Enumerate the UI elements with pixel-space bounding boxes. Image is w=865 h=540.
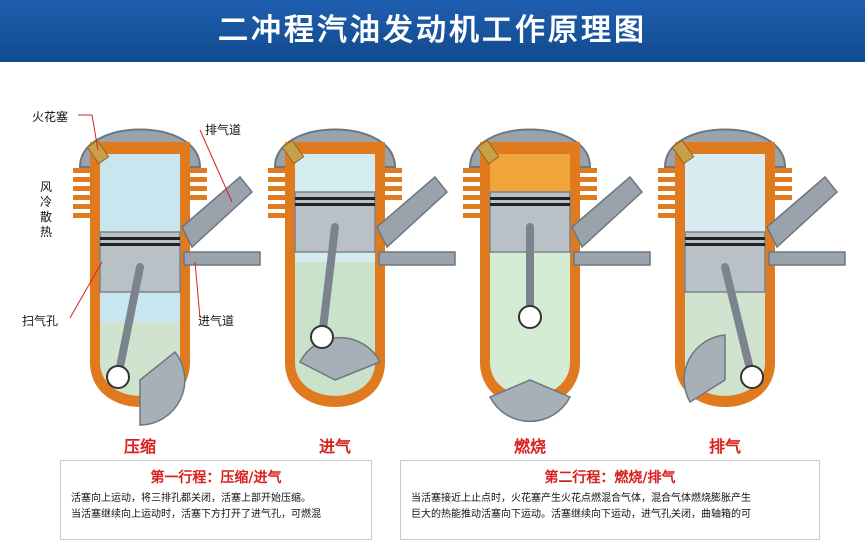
stroke-card-2-title: 第二行程：燃烧/排气 [544,470,676,486]
stroke-card-1-title: 第一行程：压缩/进气 [150,470,282,486]
header-banner: 二冲程汽油发动机工作原理图 [0,0,865,62]
stage-caption-compression: 压缩 [123,437,156,456]
engine-diagram [69,114,846,426]
stroke-card-1: 第一行程：压缩/进气 活塞向上运动，将三排孔都关闭，活塞上部开始压缩。 当活塞继… [60,460,372,540]
label-scavenge-port: 扫气孔 [22,314,59,328]
stroke-card-1-line-1: 活塞向上运动，将三排孔都关闭，活塞上部开始压缩。 [71,493,311,504]
label-air-cooling: 风冷散热 [40,180,53,239]
stroke-card-1-line-2: 当活塞继续向上运动时，活塞下方打开了进气孔，可燃混 [71,509,321,520]
page-title: 二冲程汽油发动机工作原理图 [218,13,647,48]
stroke-card-2-line-1: 当活塞接近上止点时，火花塞产生火花点燃混合气体，混合气体燃烧膨胀产生 [411,493,751,504]
label-exhaust-port: 排气道 [205,123,242,137]
stage-caption-combustion: 燃烧 [513,437,546,456]
stroke-card-2-line-2: 巨大的热能推动活塞向下运动。活塞继续向下运动，进气孔关闭，曲轴箱的可 [411,509,751,520]
stroke-card-2: 第二行程：燃烧/排气 当活塞接近上止点时，火花塞产生火花点燃混合气体，混合气体燃… [400,460,820,540]
label-intake-port: 进气道 [198,314,235,328]
stage-caption-intake: 进气 [318,437,351,456]
stage-caption-exhaust: 排气 [708,437,741,456]
label-spark-plug: 火花塞 [32,110,69,124]
